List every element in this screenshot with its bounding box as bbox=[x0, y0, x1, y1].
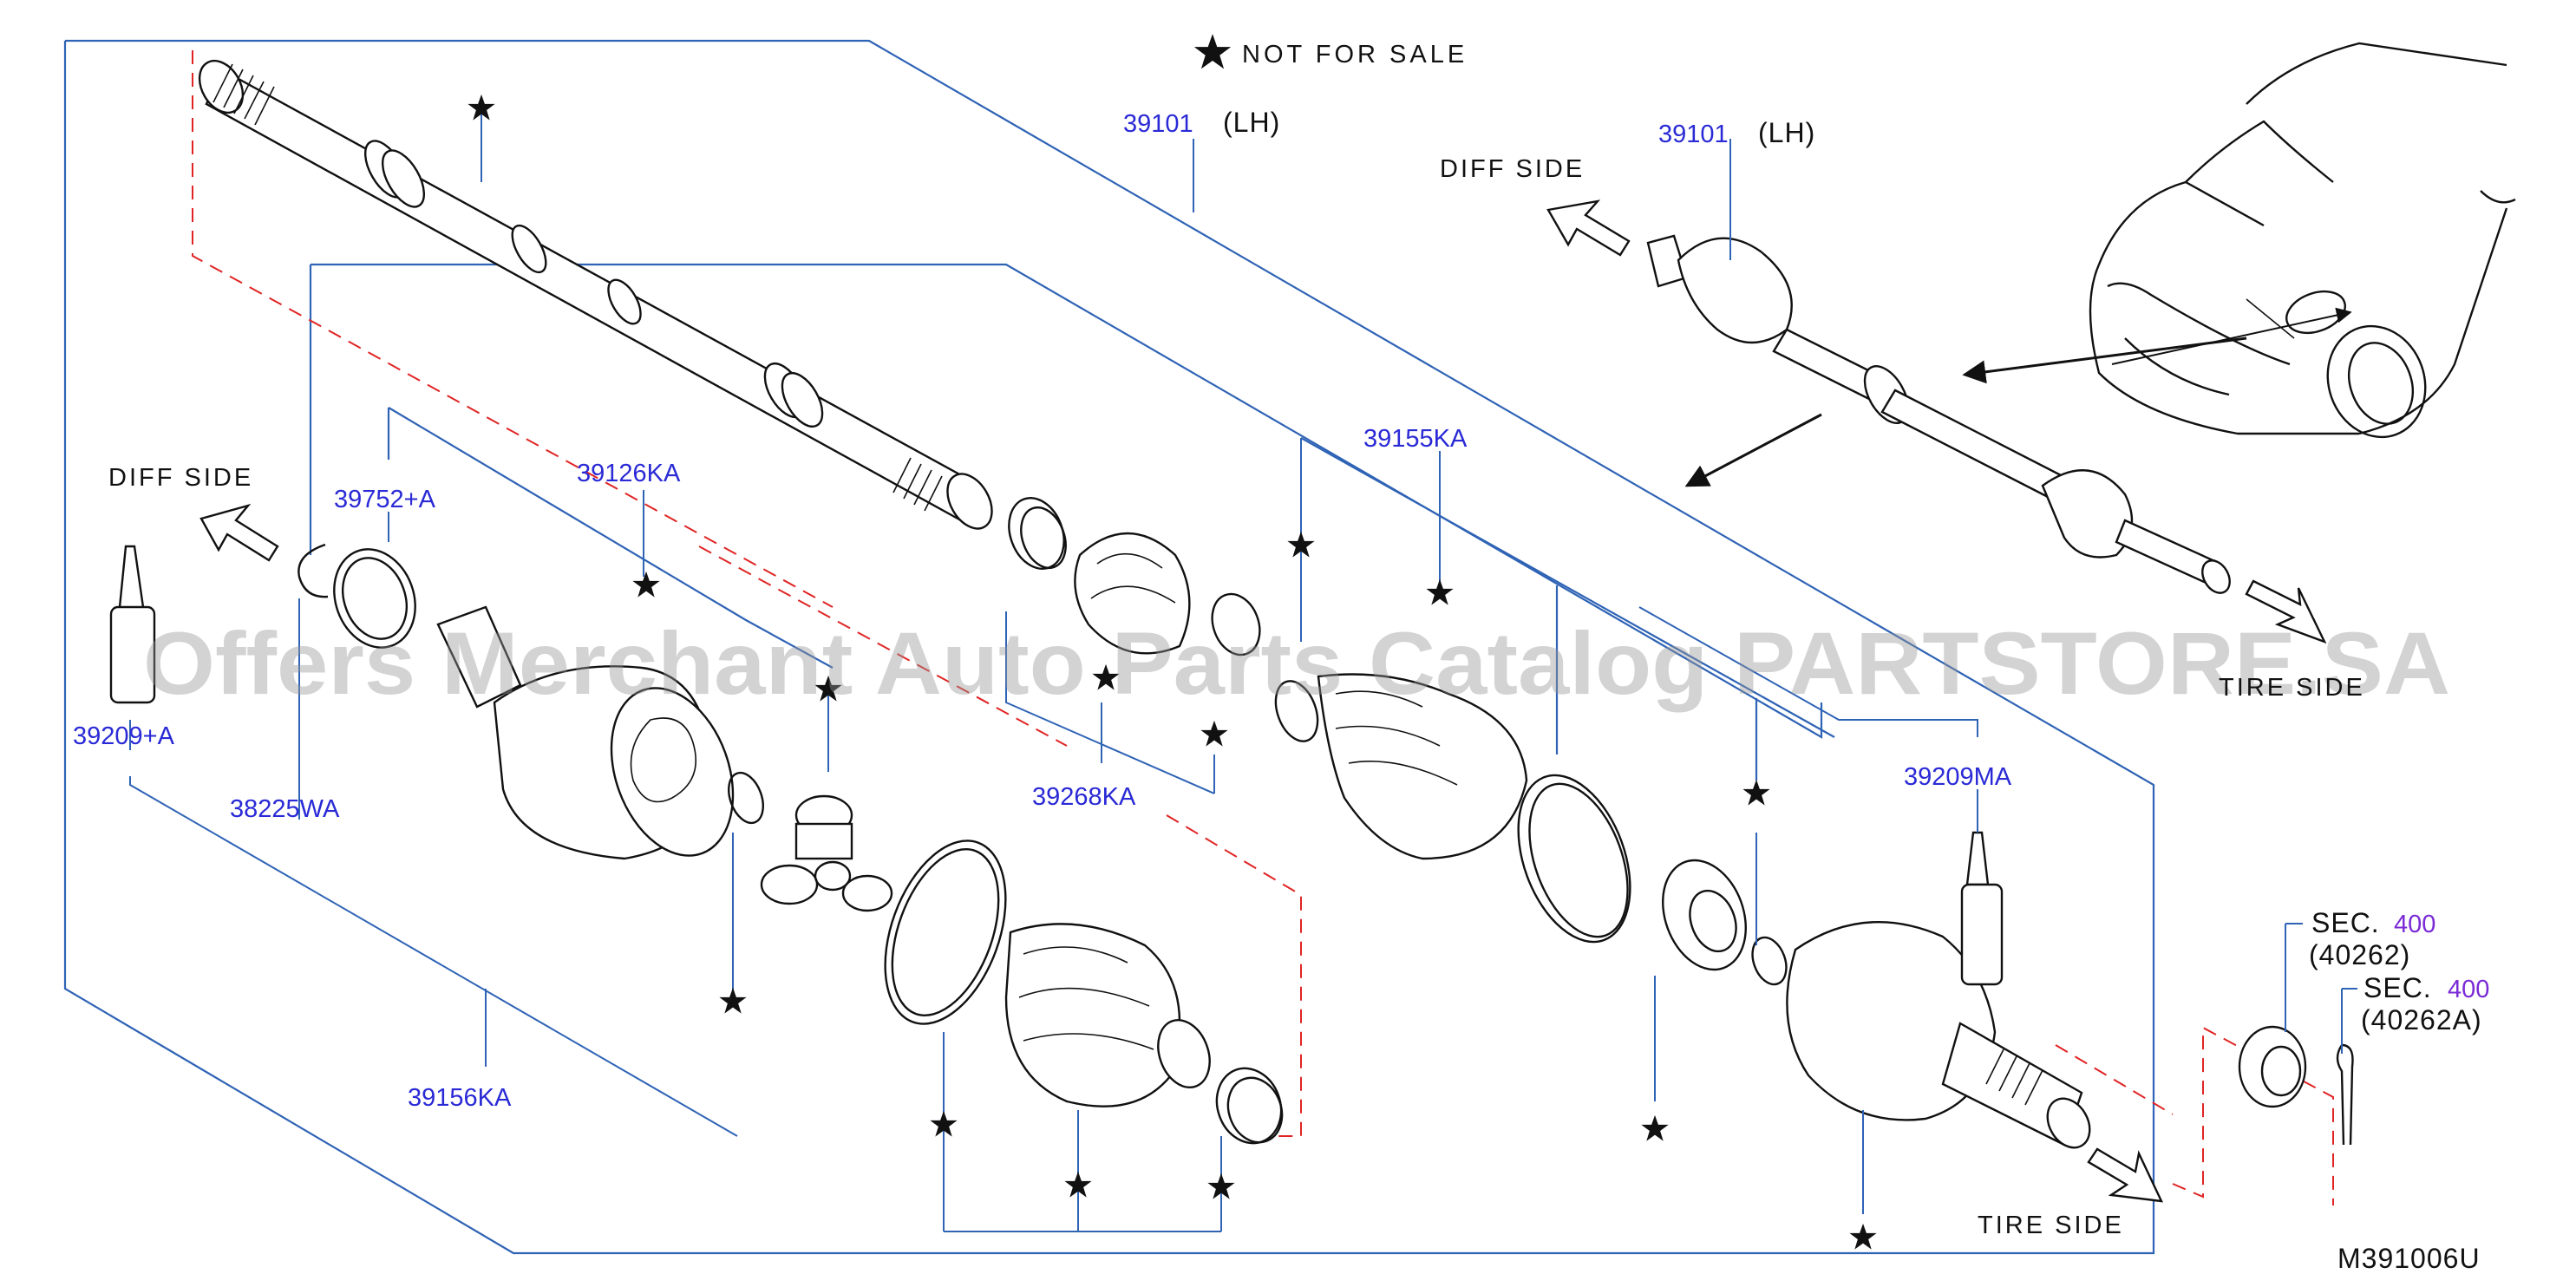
sec-label: SEC. bbox=[2364, 972, 2432, 1003]
legend: NOT FOR SALE bbox=[1193, 34, 1468, 69]
boot-band-small-lower[interactable] bbox=[1206, 1059, 1291, 1152]
sec-number: 400 bbox=[2448, 976, 2489, 1003]
inner-boot-39156[interactable] bbox=[1004, 923, 1219, 1107]
star-icon bbox=[719, 987, 747, 1014]
outer-joint-housing[interactable] bbox=[1786, 920, 2098, 1155]
part-side-lh: (LH) bbox=[1223, 107, 1280, 138]
sec-ref: (40262A) bbox=[2361, 1004, 2482, 1035]
diff-side-arrow-inset bbox=[1546, 199, 1631, 257]
tire-side-arrow-main bbox=[2087, 1147, 2164, 1203]
sec-ref: (40262) bbox=[2309, 939, 2410, 970]
callout-39209MA[interactable]: 39209MA bbox=[1904, 763, 2012, 791]
hub-nut-40262[interactable] bbox=[2238, 1025, 2307, 1108]
callout-39268KA[interactable]: 39268KA bbox=[1032, 783, 1136, 811]
diff-side-label-inset: DIFF SIDE bbox=[1440, 155, 1585, 183]
grease-tube-39209[interactable] bbox=[109, 545, 156, 704]
boot-band-clip[interactable] bbox=[1204, 587, 1267, 661]
tire-side-label-main: TIRE SIDE bbox=[1978, 1212, 2124, 1239]
inset-half-shaft[interactable] bbox=[1646, 234, 2352, 598]
snap-ring-inner[interactable] bbox=[722, 768, 769, 828]
sec-number: 400 bbox=[2394, 911, 2435, 938]
boot-kit-bracket bbox=[1300, 437, 1835, 781]
cotter-pin-40262A[interactable] bbox=[2336, 1043, 2354, 1146]
diff-side-label-main: DIFF SIDE bbox=[108, 464, 253, 492]
part-number-39101: 39101 bbox=[1658, 121, 1729, 148]
snap-ring-39752[interactable] bbox=[321, 538, 428, 659]
callout-sec400-40262A[interactable]: SEC. 400 (40262A) bbox=[2361, 972, 2489, 1035]
star-icon bbox=[632, 571, 660, 598]
callout-39126KA[interactable]: 39126KA bbox=[577, 460, 681, 487]
part-number-39101: 39101 bbox=[1123, 110, 1193, 138]
callout-39101-inset[interactable]: 39101 (LH) bbox=[1658, 117, 1815, 148]
star-icon bbox=[1641, 1114, 1669, 1141]
star-icon bbox=[1193, 34, 1232, 69]
tire-side-label-inset: TIRE SIDE bbox=[2219, 674, 2365, 702]
callout-39101-main[interactable]: 39101 (LH) bbox=[1123, 107, 1280, 138]
legend-note: NOT FOR SALE bbox=[1242, 41, 1468, 69]
boot-band-large[interactable] bbox=[1497, 760, 1651, 957]
leader-lines bbox=[129, 113, 2357, 1232]
spider-assembly[interactable] bbox=[760, 794, 893, 912]
diff-side-arrow-main bbox=[199, 503, 279, 562]
callout-39209A[interactable]: 39209+A bbox=[73, 722, 175, 750]
outer-assembly-frame bbox=[63, 39, 2155, 1255]
callout-39155KA[interactable]: 39155KA bbox=[1363, 425, 1468, 453]
sec-label: SEC. bbox=[2311, 907, 2380, 938]
vehicle-outline bbox=[2089, 42, 2516, 439]
boot-band-small-39268[interactable] bbox=[999, 490, 1073, 576]
circlip-small[interactable] bbox=[1747, 933, 1793, 990]
callout-38225WA[interactable]: 38225WA bbox=[230, 795, 340, 823]
axle-shaft[interactable] bbox=[191, 53, 1001, 536]
inner-housing-39126[interactable] bbox=[436, 605, 755, 872]
diagram-code: M391006U bbox=[2337, 1243, 2481, 1274]
callout-sec400-40262[interactable]: SEC. 400 (40262) bbox=[2309, 907, 2435, 970]
callout-39752A[interactable]: 39752+A bbox=[334, 486, 436, 513]
star-icon bbox=[1426, 578, 1454, 605]
dashed-guide-lines bbox=[192, 50, 2334, 1205]
star-icon bbox=[1849, 1223, 1877, 1250]
circlip-38225[interactable] bbox=[297, 543, 329, 598]
ball-cage[interactable] bbox=[1648, 849, 1760, 982]
inner-boot-small[interactable] bbox=[1074, 532, 1191, 655]
star-icon bbox=[1200, 720, 1228, 747]
boot-band-39156[interactable] bbox=[862, 824, 1029, 1040]
tire-side-arrow-inset bbox=[2245, 579, 2327, 644]
grease-tube-39209MA[interactable] bbox=[1960, 831, 2004, 986]
inset-direction-arrows bbox=[1684, 336, 2247, 487]
callout-39156KA[interactable]: 39156KA bbox=[408, 1084, 512, 1112]
part-side-lh: (LH) bbox=[1758, 117, 1815, 148]
watermark: Offers Merchant Auto Parts Catalog PARTS… bbox=[143, 614, 2450, 713]
star-icon bbox=[1742, 779, 1770, 806]
inner-boot-39155[interactable] bbox=[1268, 673, 1528, 860]
